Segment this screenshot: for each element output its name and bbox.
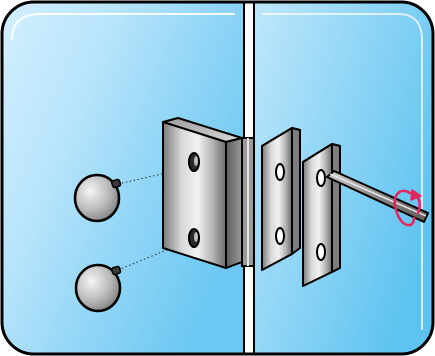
cover-cap-top bbox=[75, 175, 121, 221]
hinge-housing bbox=[163, 118, 242, 268]
hinge-spine bbox=[242, 138, 254, 266]
cover-cap-bottom bbox=[76, 265, 121, 311]
mounting-plate-back bbox=[303, 144, 340, 286]
mounting-plate-front bbox=[262, 128, 300, 270]
